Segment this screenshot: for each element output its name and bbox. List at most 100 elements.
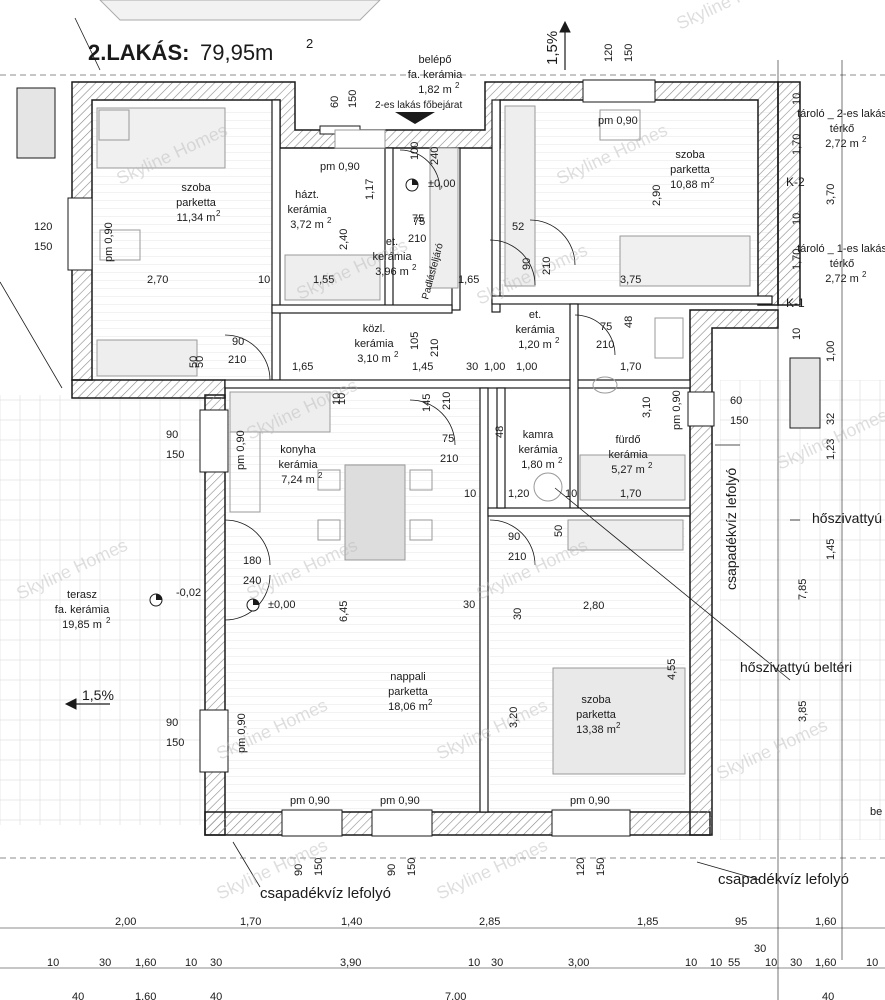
svg-text:10: 10 — [185, 957, 197, 969]
leader-lines — [0, 17, 800, 888]
svg-text:210: 210 — [408, 233, 426, 245]
svg-text:95: 95 — [735, 916, 747, 928]
svg-text:parketta: parketta — [388, 686, 429, 698]
svg-text:55: 55 — [728, 957, 740, 969]
entrance-arrow — [395, 112, 435, 124]
svg-text:30: 30 — [99, 957, 111, 969]
svg-text:pm 0,90: pm 0,90 — [570, 795, 610, 807]
svg-text:150: 150 — [347, 90, 359, 108]
svg-text:2,70: 2,70 — [147, 274, 168, 286]
svg-text:210: 210 — [508, 551, 526, 563]
svg-text:10: 10 — [710, 957, 722, 969]
svg-text:2: 2 — [106, 616, 111, 625]
svg-text:3,90: 3,90 — [340, 957, 361, 969]
k2-label: K-2 — [786, 175, 805, 189]
svg-text:tároló _ 1-es lakás: tároló _ 1-es lakás — [797, 243, 885, 255]
slope-top-label: 1,5% — [544, 31, 561, 65]
svg-text:48: 48 — [494, 426, 506, 438]
svg-text:2: 2 — [216, 209, 221, 218]
svg-text:50: 50 — [553, 525, 565, 537]
svg-text:150: 150 — [406, 858, 418, 876]
hoszivattyu-label: hőszivattyú — [812, 510, 882, 526]
title-area: 79,95m — [200, 40, 273, 65]
svg-text:pm 0,90: pm 0,90 — [290, 795, 330, 807]
csapadek-bottom-label: csapadékvíz lefolyó — [260, 885, 391, 902]
svg-text:1,00: 1,00 — [484, 361, 505, 373]
slope-left-label: 1,5% — [82, 687, 114, 703]
svg-text:1,70: 1,70 — [620, 361, 641, 373]
svg-text:40: 40 — [822, 991, 834, 1000]
svg-text:7,85: 7,85 — [797, 579, 809, 600]
outside-paving-right — [720, 380, 885, 840]
svg-text:2: 2 — [616, 721, 621, 730]
svg-text:nappali: nappali — [390, 671, 425, 683]
svg-text:210: 210 — [541, 257, 553, 275]
svg-text:120: 120 — [34, 221, 52, 233]
entrance-label: 2-es lakás főbejárat — [375, 100, 462, 111]
svg-text:1,70: 1,70 — [791, 134, 803, 155]
svg-text:1,00: 1,00 — [825, 341, 837, 362]
svg-text:2: 2 — [710, 176, 715, 185]
svg-text:3,70: 3,70 — [825, 184, 837, 205]
svg-text:10: 10 — [866, 957, 878, 969]
level-markers — [149, 178, 419, 612]
svg-text:150: 150 — [623, 44, 635, 62]
svg-text:1,17: 1,17 — [364, 179, 376, 200]
svg-text:kerámia: kerámia — [515, 324, 555, 336]
svg-text:145: 145 — [421, 394, 433, 412]
svg-text:210: 210 — [596, 339, 614, 351]
inner-dimensions: 2,70 10 1,55 1,65 3,75 1,65 1,45 30 1,00… — [34, 44, 837, 876]
svg-text:150: 150 — [730, 415, 748, 427]
svg-text:2: 2 — [412, 263, 417, 272]
svg-text:1,20: 1,20 — [508, 488, 529, 500]
svg-text:terasz: terasz — [67, 589, 97, 601]
svg-text:1,82 m: 1,82 m — [418, 84, 452, 96]
svg-text:1,45: 1,45 — [825, 539, 837, 560]
svg-text:2,00: 2,00 — [115, 916, 136, 928]
svg-text:52: 52 — [512, 221, 524, 233]
svg-text:2: 2 — [455, 81, 460, 90]
svg-text:tároló _ 2-es lakás: tároló _ 2-es lakás — [797, 108, 885, 120]
svg-text:4,55: 4,55 — [666, 659, 678, 680]
svg-text:fa. kerámia: fa. kerámia — [55, 604, 110, 616]
svg-text:parketta: parketta — [670, 164, 711, 176]
svg-text:1,45: 1,45 — [412, 361, 433, 373]
title-sup: 2 — [306, 36, 313, 51]
svg-text:pm 0,90: pm 0,90 — [235, 430, 247, 470]
svg-text:1,20 m: 1,20 m — [518, 339, 552, 351]
outside-elements — [16, 0, 821, 429]
k1-label: K-1 — [786, 296, 805, 310]
svg-text:210: 210 — [429, 339, 441, 357]
svg-text:3,96 m: 3,96 m — [375, 266, 409, 278]
dimension-row-1: 2,00 1,70 1,40 2,85 1,85 95 1,60 — [115, 916, 836, 928]
svg-text:pm 0,90: pm 0,90 — [671, 390, 683, 430]
svg-text:240: 240 — [429, 147, 441, 165]
svg-text:1,60: 1,60 — [135, 957, 156, 969]
svg-text:kamra: kamra — [523, 429, 554, 441]
interior-walls — [224, 99, 773, 813]
title-bold: 2.LAKÁS: — [88, 40, 189, 65]
svg-text:2,40: 2,40 — [338, 229, 350, 250]
svg-text:3,10: 3,10 — [641, 397, 653, 418]
svg-text:40: 40 — [72, 991, 84, 1000]
svg-text:75: 75 — [413, 216, 425, 228]
svg-text:6,45: 6,45 — [338, 601, 350, 622]
svg-text:90: 90 — [386, 864, 398, 876]
svg-text:60: 60 — [730, 395, 742, 407]
svg-text:1,40: 1,40 — [341, 916, 362, 928]
svg-text:30: 30 — [210, 957, 222, 969]
svg-text:1,80 m: 1,80 m — [521, 459, 555, 471]
svg-text:90: 90 — [293, 864, 305, 876]
svg-text:7,00: 7,00 — [445, 991, 466, 1000]
svg-text:2: 2 — [428, 698, 433, 707]
svg-text:1,23: 1,23 — [825, 439, 837, 460]
be-label: be — [870, 806, 882, 818]
svg-text:Skyline Homes: Skyline Homes — [433, 835, 550, 904]
svg-text:75: 75 — [442, 433, 454, 445]
